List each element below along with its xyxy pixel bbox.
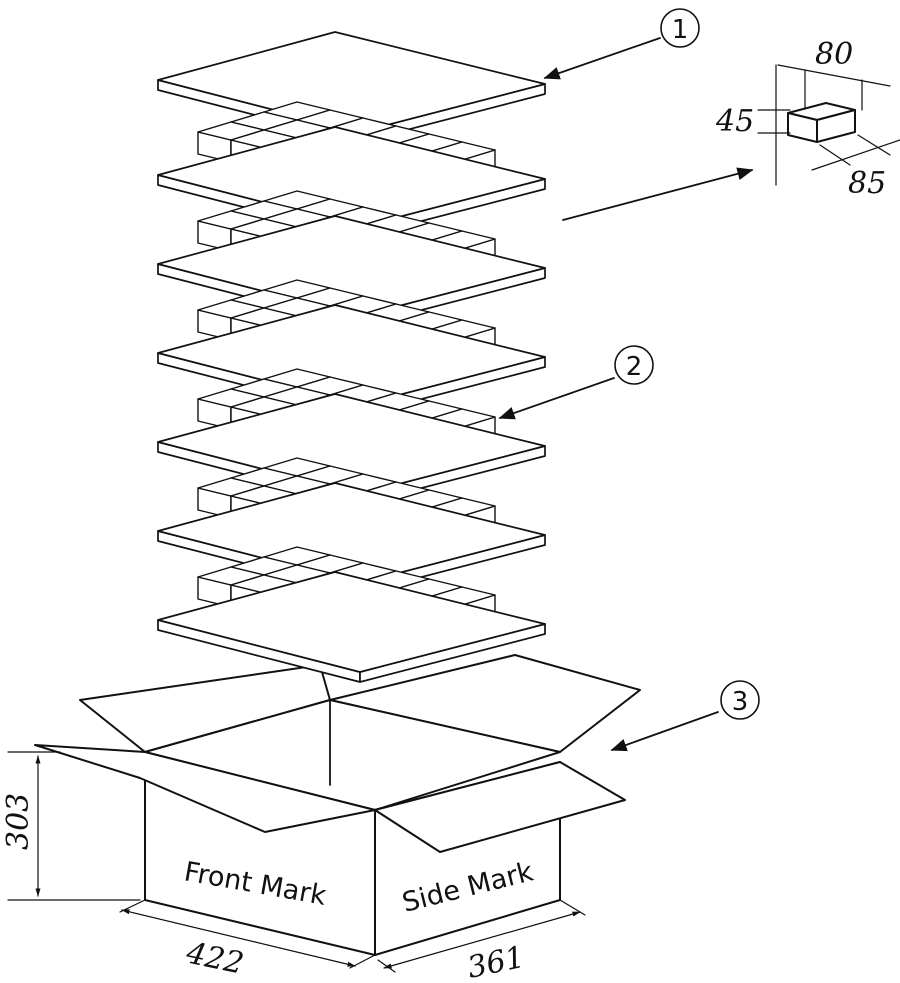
callout-3-arrow <box>610 711 719 752</box>
carton-side-flap <box>374 761 626 853</box>
callout-3: 3 <box>610 680 760 752</box>
dim-80-line <box>777 64 891 87</box>
callout-1: 1 <box>543 8 700 80</box>
callout-2-arrow <box>498 377 615 420</box>
dim-85-line <box>811 139 900 171</box>
dim-303-label: 303 <box>1 793 36 850</box>
callout-2: 2 <box>498 345 654 420</box>
dim-80-label: 80 <box>815 37 853 72</box>
carton-front-flap <box>34 744 376 833</box>
callout-3-number: 3 <box>732 687 749 717</box>
dim-85-ext <box>819 144 851 166</box>
layer-stack <box>157 31 546 683</box>
dim-361-line <box>383 911 581 969</box>
callout-3-circle <box>720 680 760 720</box>
carton-box: Front Mark Side Mark <box>34 654 641 956</box>
separator-sheet-6 <box>157 571 546 683</box>
callout-2-number: 2 <box>626 352 643 382</box>
dim-85-label: 85 <box>848 166 886 201</box>
dim-361-label: 361 <box>464 940 527 983</box>
product-detail: 80 45 85 <box>562 37 900 221</box>
dim-422-label: 422 <box>182 935 246 981</box>
product-box-side <box>816 109 856 143</box>
product-detail-arrow <box>562 167 754 221</box>
dim-361-ext-right <box>559 899 586 916</box>
callout-2-circle <box>614 345 654 385</box>
callout-1-number: 1 <box>672 15 689 45</box>
dim-45-label: 45 <box>715 104 754 139</box>
callout-1-arrow <box>543 37 661 80</box>
dim-85-ext-2 <box>857 134 891 156</box>
separator-sheet-6-top <box>157 571 546 673</box>
callout-1-circle <box>660 8 700 48</box>
dim-422-line <box>121 909 356 967</box>
